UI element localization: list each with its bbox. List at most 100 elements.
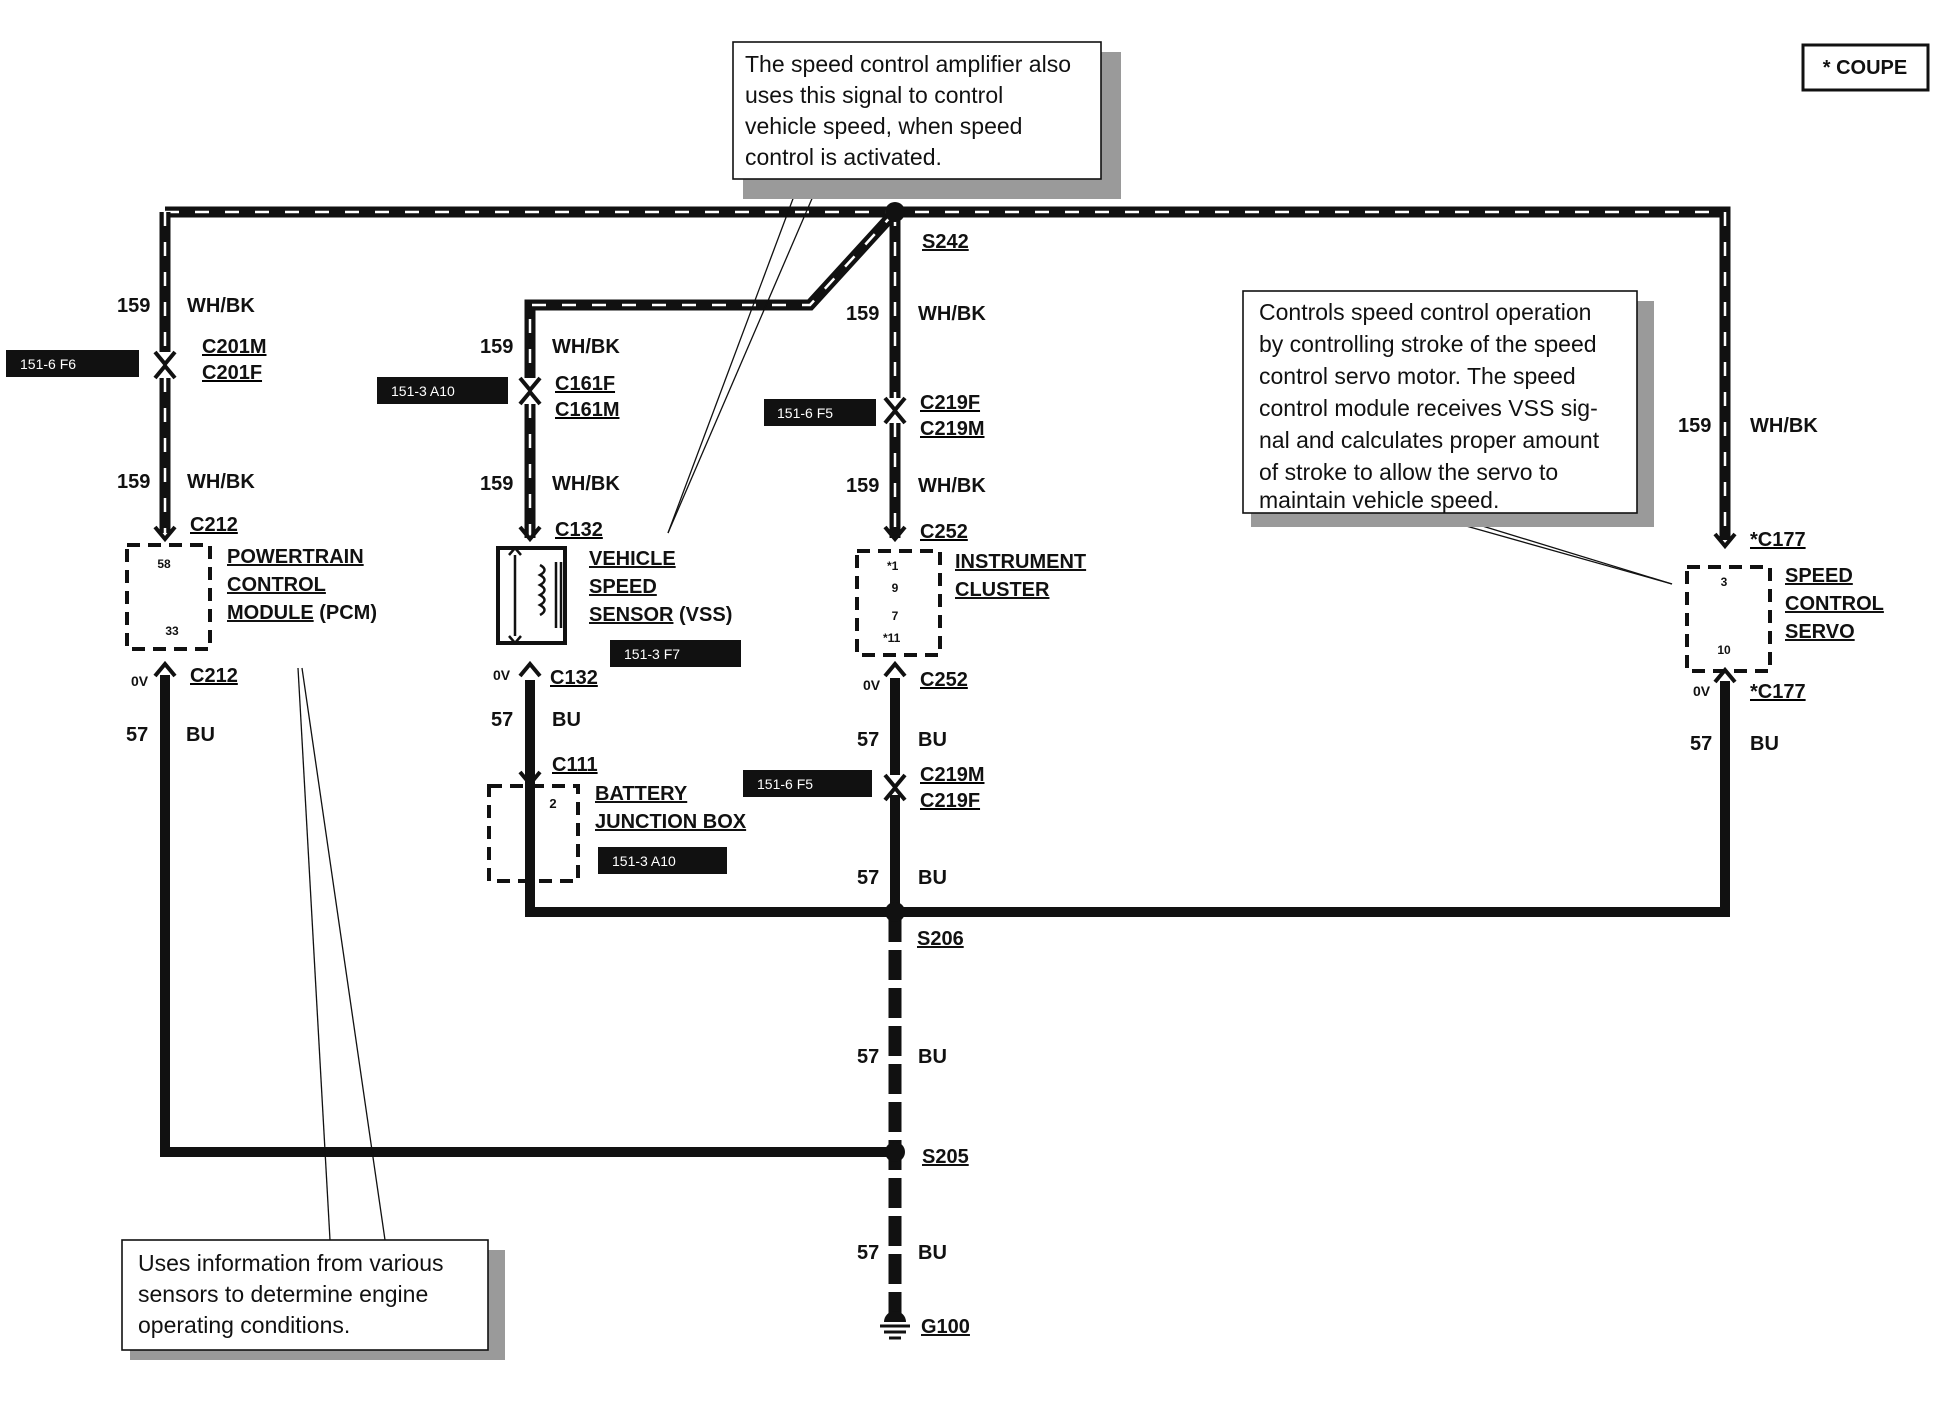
label-57-color: BU <box>186 724 215 746</box>
label-57-color: BU <box>918 1046 947 1068</box>
splice-s205-label: S205 <box>922 1146 969 1168</box>
label-159-num: 159 <box>846 303 879 325</box>
label-57-num: 57 <box>126 724 148 746</box>
label-159-num: 159 <box>480 336 513 358</box>
connector-c111: C111 <box>552 754 598 776</box>
servo-label-line3: SERVO <box>1785 621 1855 643</box>
label-159-color: WH/BK <box>552 336 620 358</box>
connector-c219m-lower: C219M <box>920 764 984 786</box>
label-159-num: 159 <box>846 475 879 497</box>
vss-label-line1: VEHICLE <box>589 548 676 570</box>
circuit-labels: 159 WH/BK 159 WH/BK 159 WH/BK 159 WH/BK … <box>117 295 1818 1264</box>
svg-text:nal and calculates proper amou: nal and calculates proper amount <box>1259 427 1600 453</box>
servo-label-line2: CONTROL <box>1785 593 1884 615</box>
vss-box <box>496 546 567 645</box>
connector-c212-top: C212 <box>190 514 238 536</box>
label-159-color: WH/BK <box>552 473 620 495</box>
svg-text:* COUPE: * COUPE <box>1823 57 1907 79</box>
cluster-pin-7: 7 <box>892 609 899 623</box>
label-57-num: 57 <box>857 729 879 751</box>
note-pcm: Uses information from various sensors to… <box>121 1239 505 1360</box>
svg-text:control servo motor. The spee: control servo motor. The speed <box>1259 363 1576 389</box>
connector-c177-bottom: *C177 <box>1750 681 1806 703</box>
pcm-pin-58: 58 <box>157 557 171 571</box>
svg-text:151-6 F5: 151-6 F5 <box>777 405 833 421</box>
vss-label-line2: SPEED <box>589 576 657 598</box>
splice-s206-dot <box>885 902 905 922</box>
connector-c252-bottom: C252 <box>920 669 968 691</box>
label-159-color: WH/BK <box>187 471 255 493</box>
voltage-labels: 0V 0V 0V 0V <box>131 667 1711 699</box>
connector-c252-top: C252 <box>920 521 968 543</box>
label-57-num: 57 <box>857 1046 879 1068</box>
label-57-color: BU <box>1750 733 1779 755</box>
circuit-159-wires <box>159 206 1731 540</box>
splice-s242-dot <box>885 202 905 222</box>
ground-label: G100 <box>921 1316 970 1338</box>
connector-labels: C201M C201F C161F C161M C219F C219M C219… <box>190 336 1806 812</box>
servo-pin-3: 3 <box>1721 575 1728 589</box>
svg-text:151-6 F5: 151-6 F5 <box>757 776 813 792</box>
note-speed-control-amplifier: The speed control amplifier also uses th… <box>732 41 1121 199</box>
cluster-pin-1: *1 <box>887 559 899 573</box>
cluster-label-line2: CLUSTER <box>955 579 1050 601</box>
connector-c212-bottom: C212 <box>190 665 238 687</box>
label-57-num: 57 <box>491 709 513 731</box>
label-159-color: WH/BK <box>187 295 255 317</box>
connector-c132-top: C132 <box>555 519 603 541</box>
cluster-box <box>855 549 942 657</box>
svg-text:151-6 F6: 151-6 F6 <box>20 356 76 372</box>
svg-text:uses this signal to control: uses this signal to control <box>745 82 1003 108</box>
cluster-label-line1: INSTRUMENT <box>955 551 1086 573</box>
connector-c219f: C219F <box>920 392 980 414</box>
svg-text:of stroke to allow the servo t: of stroke to allow the servo to <box>1259 459 1558 485</box>
pcm-label-line1: POWERTRAIN <box>227 546 364 568</box>
bjb-pin-2: 2 <box>549 796 556 811</box>
label-57-color: BU <box>918 729 947 751</box>
label-159-color: WH/BK <box>1750 415 1818 437</box>
svg-text:151-3 A10: 151-3 A10 <box>391 383 455 399</box>
splice-s205-dot <box>885 1142 905 1162</box>
svg-text:151-3 F7: 151-3 F7 <box>624 646 680 662</box>
pcm-label-line3: MODULE (PCM) <box>227 602 377 624</box>
cluster-pin-11: *11 <box>883 631 901 645</box>
svg-text:sensors to determine engine: sensors to determine engine <box>138 1281 428 1307</box>
vss-coil-icon <box>508 546 563 645</box>
svg-text:Controls speed control operati: Controls speed control operation <box>1259 299 1591 325</box>
label-159-num: 159 <box>117 471 150 493</box>
label-57-num: 57 <box>1690 733 1712 755</box>
voltage-0v: 0V <box>131 673 149 689</box>
svg-text:The speed control amplifier al: The speed control amplifier also <box>745 51 1071 77</box>
label-57-color: BU <box>918 867 947 889</box>
label-57-color: BU <box>552 709 581 731</box>
pcm-box <box>125 543 212 651</box>
svg-text:vehicle speed, when speed: vehicle speed, when speed <box>745 113 1022 139</box>
label-57-num: 57 <box>857 867 879 889</box>
connector-marks <box>153 350 1737 802</box>
label-159-num: 159 <box>117 295 150 317</box>
label-159-num: 159 <box>1678 415 1711 437</box>
cluster-pin-9: 9 <box>892 581 899 595</box>
pcm-label-line2: CONTROL <box>227 574 326 596</box>
servo-box <box>1685 565 1772 673</box>
label-159-color: WH/BK <box>918 303 986 325</box>
svg-text:operating conditions.: operating conditions. <box>138 1312 350 1338</box>
ref-tag-ic-conn: 151-6 F5 <box>764 399 876 426</box>
bjb-box <box>487 784 580 883</box>
label-57-num: 57 <box>857 1242 879 1264</box>
label-159-num: 159 <box>480 473 513 495</box>
connector-c161f: C161F <box>555 373 615 395</box>
servo-label-line1: SPEED <box>1785 565 1853 587</box>
voltage-0v: 0V <box>493 667 511 683</box>
svg-text:control is activated.: control is activated. <box>745 144 942 170</box>
label-159-color: WH/BK <box>918 475 986 497</box>
servo-pin-10: 10 <box>1717 643 1731 657</box>
ref-tag-bjb: 151-3 A10 <box>598 847 727 874</box>
bjb-label-line2: JUNCTION BOX <box>595 811 747 833</box>
connector-c201f: C201F <box>202 362 262 384</box>
connector-c177-top: *C177 <box>1750 529 1806 551</box>
splice-s242-label: S242 <box>922 231 969 253</box>
connector-c161m: C161M <box>555 399 619 421</box>
note-speed-control-module: Controls speed control operation by cont… <box>1242 290 1654 527</box>
